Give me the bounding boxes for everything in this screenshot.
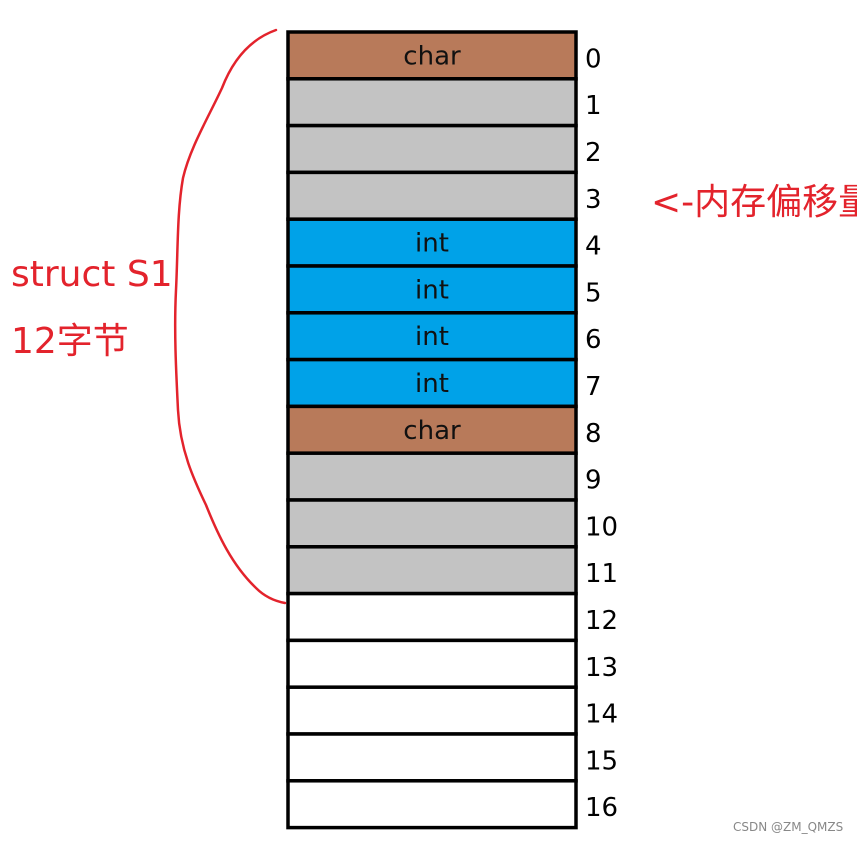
memory-cell-label: char xyxy=(403,416,461,446)
memory-cell-unused xyxy=(286,638,578,689)
struct-size-label: 12字节 xyxy=(11,321,129,362)
offset-label: 3 xyxy=(585,185,602,215)
memory-cell-label: int xyxy=(415,369,449,399)
offset-label: 11 xyxy=(585,559,618,589)
offset-note-clip: <-内存偏移量 xyxy=(651,182,857,223)
offset-label: 16 xyxy=(585,793,618,823)
memory-cell-unused xyxy=(286,779,578,830)
struct-brace xyxy=(173,28,287,605)
offset-label: 13 xyxy=(585,653,618,683)
offset-label: 0 xyxy=(585,44,602,74)
offset-label: 7 xyxy=(585,372,602,402)
memory-cell-padding xyxy=(286,77,578,128)
offset-label: 14 xyxy=(585,700,618,730)
memory-cell-padding xyxy=(286,170,578,221)
memory-cell-unused xyxy=(286,685,578,736)
memory-cell-label: int xyxy=(415,322,449,352)
offset-label: 2 xyxy=(585,138,602,168)
offset-label: 15 xyxy=(585,746,618,776)
offset-label: 12 xyxy=(585,606,618,636)
memory-cell-int xyxy=(286,311,578,362)
memory-cell-padding xyxy=(286,123,578,175)
struct-name-label: struct S1 xyxy=(11,254,173,295)
memory-cell-unused xyxy=(286,591,578,643)
memory-cell-label: char xyxy=(403,41,461,71)
offset-label: 10 xyxy=(585,512,618,542)
offset-label: 9 xyxy=(585,466,602,496)
memory-cell-padding xyxy=(286,545,578,596)
offset-label: 1 xyxy=(585,91,602,121)
memory-cell-label: int xyxy=(415,229,449,259)
offset-label: 4 xyxy=(585,232,602,262)
memory-cell-label: int xyxy=(415,275,449,305)
watermark: CSDN @ZM_QMZS xyxy=(733,820,843,834)
memory-cell-padding xyxy=(286,451,578,502)
memory-cell-char xyxy=(286,404,578,455)
offset-label: 5 xyxy=(585,278,602,308)
offset-note-label: <-内存偏移量 xyxy=(651,182,857,223)
memory-cell-unused xyxy=(286,732,578,783)
offset-label: 8 xyxy=(585,419,602,449)
offset-label: 6 xyxy=(585,325,602,355)
memory-cell-padding xyxy=(286,498,578,549)
